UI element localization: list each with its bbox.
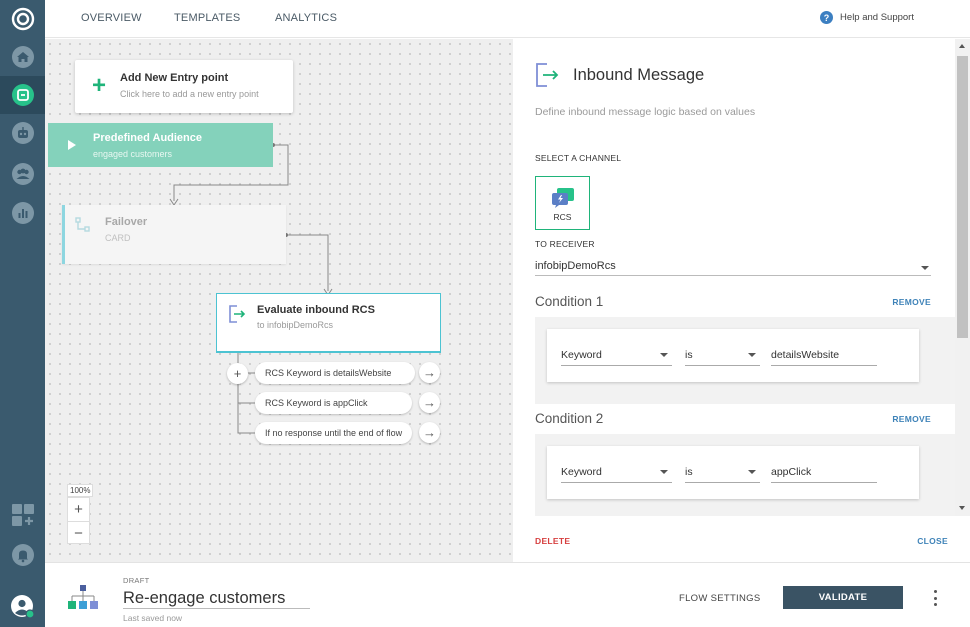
inbound-icon — [229, 305, 246, 323]
receiver-value: infobipDemoRcs — [535, 260, 616, 272]
predefined-audience-node[interactable]: Predefined Audience engaged customers — [48, 123, 273, 167]
evaluate-title: Evaluate inbound RCS — [257, 304, 375, 316]
people-icon[interactable] — [0, 155, 45, 193]
scroll-down-icon[interactable] — [959, 506, 965, 510]
condition-field-select[interactable]: Keyword — [561, 346, 672, 366]
flow-diagram-icon — [68, 585, 98, 609]
chevron-down-icon — [748, 353, 756, 357]
evaluate-subtitle: to infobipDemoRcs — [257, 320, 334, 330]
failover-node[interactable]: Failover CARD — [62, 205, 286, 264]
to-receiver-label: TO RECEIVER — [535, 239, 595, 249]
condition-branch[interactable]: RCS Keyword is appClick — [255, 392, 412, 414]
arrow-right-icon[interactable]: → — [419, 392, 440, 413]
failover-title: Failover — [105, 216, 148, 228]
condition-box: Keyword is appClick — [535, 434, 955, 521]
validate-button[interactable]: VALIDATE — [783, 586, 903, 609]
last-saved-text: Last saved now — [123, 613, 183, 623]
operator-value: is — [685, 466, 693, 478]
value-text: detailsWebsite — [771, 349, 840, 361]
delete-button[interactable]: DELETE — [535, 536, 571, 546]
zoom-out-button[interactable]: − — [68, 521, 89, 544]
panel-title: Inbound Message — [573, 66, 705, 84]
panel-description: Define inbound message logic based on va… — [535, 106, 756, 118]
entry-subtitle: Click here to add a new entry point — [120, 89, 259, 99]
zoom-in-button[interactable]: + — [74, 501, 83, 518]
chevron-down-icon — [660, 353, 668, 357]
chevron-down-icon — [748, 470, 756, 474]
channel-option-rcs[interactable]: RCS — [535, 176, 590, 230]
audience-title: Predefined Audience — [93, 132, 203, 144]
inbound-message-icon — [536, 63, 559, 87]
help-and-support-link[interactable]: ? Help and Support — [820, 11, 914, 24]
bell-icon[interactable] — [0, 536, 45, 574]
rcs-icon — [551, 188, 574, 208]
flow-icon[interactable] — [0, 76, 45, 114]
more-options-icon[interactable] — [930, 590, 940, 606]
scroll-thumb[interactable] — [957, 56, 968, 338]
flow-canvas[interactable]: + Add New Entry point Click here to add … — [45, 39, 513, 562]
branch-icon — [75, 217, 90, 232]
panel-scrollbar[interactable] — [955, 39, 970, 516]
field-value: Keyword — [561, 349, 602, 361]
evaluate-inbound-rcs-node[interactable]: Evaluate inbound RCS to infobipDemoRcs — [216, 293, 441, 353]
bot-icon[interactable] — [0, 114, 45, 152]
entry-title: Add New Entry point — [120, 72, 229, 84]
tab-analytics[interactable]: ANALYTICS — [275, 12, 338, 24]
condition-card: Keyword is detailsWebsite — [547, 329, 919, 382]
condition-box: Keyword is detailsWebsite — [535, 317, 955, 404]
zoom-controls: + − — [67, 497, 90, 544]
arrow-right-icon[interactable]: → — [419, 362, 440, 383]
bottom-bar: DRAFT Re-engage customers Last saved now… — [45, 562, 970, 627]
value-text: appClick — [771, 466, 812, 478]
chevron-down-icon — [921, 266, 929, 270]
condition-branch[interactable]: RCS Keyword is detailsWebsite — [255, 362, 415, 384]
condition-title: Condition 2 — [535, 411, 604, 426]
operator-value: is — [685, 349, 693, 361]
add-condition-button[interactable]: + — [227, 363, 248, 384]
help-label: Help and Support — [840, 12, 914, 23]
play-icon — [68, 140, 76, 150]
condition-operator-select[interactable]: is — [685, 463, 760, 483]
scroll-up-icon[interactable] — [959, 44, 965, 48]
left-navigation — [0, 0, 45, 627]
close-button[interactable]: CLOSE — [917, 536, 948, 546]
tab-overview[interactable]: OVERVIEW — [81, 12, 142, 24]
add-icon: + — [92, 72, 107, 99]
help-icon: ? — [820, 11, 834, 24]
flow-settings-button[interactable]: FLOW SETTINGS — [679, 593, 761, 604]
zoom-level: 100% — [67, 484, 94, 497]
apps-icon[interactable] — [0, 496, 45, 534]
tab-templates[interactable]: TEMPLATES — [174, 12, 241, 24]
select-channel-label: SELECT A CHANNEL — [535, 153, 622, 163]
condition-title: Condition 1 — [535, 294, 604, 309]
status-badge: DRAFT — [123, 576, 150, 585]
flow-name-input[interactable]: Re-engage customers — [123, 589, 310, 609]
condition-branch[interactable]: If no response until the end of flow — [255, 422, 412, 444]
top-bar: OVERVIEW TEMPLATES ANALYTICS ? Help and … — [45, 0, 970, 38]
audience-subtitle: engaged customers — [93, 149, 173, 159]
receiver-select[interactable]: infobipDemoRcs — [535, 258, 931, 276]
arrow-right-icon[interactable]: → — [419, 422, 440, 443]
logo-icon[interactable] — [0, 0, 45, 38]
analytics-icon[interactable] — [0, 194, 45, 232]
condition-value-input[interactable]: detailsWebsite — [771, 346, 877, 366]
home-icon[interactable] — [0, 38, 45, 76]
inbound-message-panel: Inbound Message Define inbound message l… — [513, 39, 955, 562]
add-entry-point-node[interactable]: + Add New Entry point Click here to add … — [75, 60, 293, 113]
condition-value-input[interactable]: appClick — [771, 463, 877, 483]
user-icon[interactable] — [0, 588, 45, 626]
field-value: Keyword — [561, 466, 602, 478]
failover-subtitle: CARD — [105, 233, 131, 243]
condition-card: Keyword is appClick — [547, 446, 919, 499]
remove-condition-button[interactable]: REMOVE — [892, 414, 931, 424]
remove-condition-button[interactable]: REMOVE — [892, 297, 931, 307]
condition-operator-select[interactable]: is — [685, 346, 760, 366]
channel-name: RCS — [553, 212, 572, 222]
chevron-down-icon — [660, 470, 668, 474]
panel-footer: DELETE CLOSE — [513, 516, 970, 562]
condition-field-select[interactable]: Keyword — [561, 463, 672, 483]
